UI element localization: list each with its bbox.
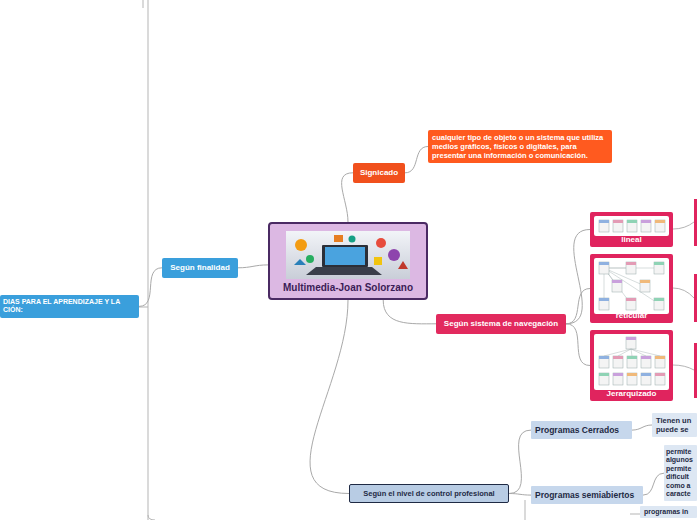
connector <box>238 265 268 268</box>
note-box: programas in <box>640 506 697 518</box>
branch-box: Según sistema de navegación <box>436 314 566 334</box>
multimedia-illustration <box>286 231 410 279</box>
branch-box: Signicado <box>353 163 405 183</box>
connector <box>566 230 590 324</box>
connector <box>383 300 436 324</box>
navigation-pictogram <box>594 216 669 236</box>
connector <box>310 300 349 494</box>
node-text: Según el nivel de control profesional <box>354 489 504 498</box>
image-card: lineal <box>590 212 673 247</box>
branch-line <box>673 365 694 370</box>
node-text: cualquier tipo de objeto o un sistema qu… <box>432 133 608 160</box>
navigation-pictogram <box>594 258 669 314</box>
central-topic: Multimedia-Joan Solorzano <box>268 222 428 300</box>
branch-line <box>673 222 694 229</box>
topic-box: DIAS PARA EL APRENDIZAJE Y LA CIÓN: <box>0 295 139 318</box>
image-card: reticular <box>590 254 673 323</box>
trunk-line <box>148 0 149 520</box>
clipped-box <box>694 199 697 246</box>
branch-line <box>148 515 155 520</box>
node-text: reticular <box>592 311 671 321</box>
branch-line <box>630 514 640 515</box>
topic-box: Programas semiabiertos <box>531 486 643 504</box>
node-text: Jerarquizado <box>592 389 671 399</box>
connector <box>509 430 531 493</box>
clipped-box <box>694 343 697 398</box>
node-text: permite algunos permite dificult como a … <box>666 448 695 498</box>
note-box: cualquier tipo de objeto o un sistema qu… <box>428 130 612 163</box>
node-text: programas in <box>644 508 693 516</box>
connector <box>632 425 652 430</box>
connector <box>643 473 664 495</box>
note-box: Tienen un puede se <box>652 413 697 437</box>
connector <box>509 494 531 496</box>
trunk-line <box>143 0 144 8</box>
note-box: permite algunos permite dificult como a … <box>664 445 697 501</box>
image-card: Jerarquizado <box>590 330 673 401</box>
branch-box: Según el nivel de control profesional <box>349 484 509 503</box>
node-text: Programas semiabiertos <box>535 490 639 500</box>
connector <box>566 324 590 366</box>
branch-box: Según finalidad <box>162 258 238 278</box>
node-text: Programas Cerrados <box>535 425 628 435</box>
central-title: Multimedia-Joan Solorzano <box>274 282 422 294</box>
node-text: Según sistema de navegación <box>440 319 562 329</box>
connector <box>139 268 162 307</box>
navigation-pictogram <box>594 334 669 390</box>
topic-box: Programas Cerrados <box>531 421 632 439</box>
node-text: Según finalidad <box>166 263 234 273</box>
clipped-box <box>694 274 697 322</box>
connector <box>342 173 353 222</box>
node-text: lineal <box>592 235 671 245</box>
node-text: DIAS PARA EL APRENDIZAJE Y LA CIÓN: <box>3 298 136 315</box>
node-text: Signicado <box>357 168 401 178</box>
branch-line <box>525 500 526 520</box>
branch-line <box>673 288 694 298</box>
connector <box>566 289 590 324</box>
connector <box>405 147 428 173</box>
node-text: Tienen un puede se <box>656 416 693 434</box>
